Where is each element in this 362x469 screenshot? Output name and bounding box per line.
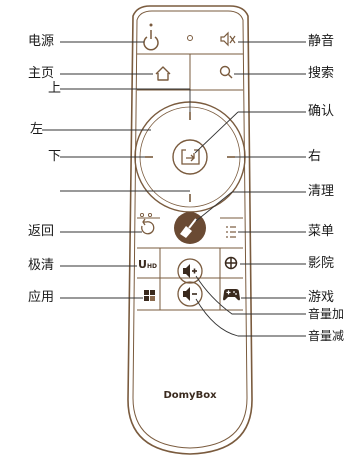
search-button[interactable]	[219, 65, 233, 79]
label-menu: 菜单	[308, 224, 335, 239]
volume-down-icon	[183, 287, 197, 301]
label-down: 下	[48, 149, 62, 164]
home-button[interactable]	[155, 66, 171, 81]
label-right: 右	[308, 149, 322, 164]
label-left: 左	[30, 122, 44, 137]
back-icon	[141, 218, 155, 235]
label-up: 上	[48, 81, 62, 96]
label-search: 搜索	[308, 66, 335, 81]
label-back: 返回	[28, 224, 55, 239]
label-clean: 清理	[308, 184, 335, 199]
volume-up-button[interactable]	[177, 258, 203, 284]
menu-icon	[226, 226, 236, 238]
brush-icon	[180, 218, 197, 238]
dpad[interactable]	[134, 101, 246, 213]
home-icon	[155, 66, 171, 81]
leader-lines	[42, 41, 306, 337]
label-games: 游戏	[308, 290, 335, 305]
uhd-text: UHD	[138, 258, 157, 271]
label-ok: 确认	[308, 104, 335, 119]
back-button[interactable]	[139, 212, 155, 235]
label-vol-down: 音量减	[308, 329, 345, 343]
power-button[interactable]	[143, 23, 159, 51]
brand-logo: DomyBox	[163, 390, 217, 401]
label-vol-up: 音量加	[308, 307, 345, 321]
volume-up-icon	[183, 264, 197, 278]
clean-button[interactable]	[174, 212, 206, 244]
button-grid-lines	[137, 53, 243, 311]
label-uhd: 极清	[28, 258, 55, 273]
search-icon	[219, 65, 233, 79]
games-button[interactable]	[223, 289, 240, 301]
label-home: 主页	[28, 66, 55, 81]
indicator-dot	[187, 35, 193, 41]
apps-button[interactable]	[144, 290, 155, 301]
uhd-button[interactable]: UHD	[138, 258, 157, 271]
apps-icon	[144, 290, 155, 301]
remote-body	[127, 5, 253, 455]
mute-icon	[220, 31, 236, 47]
label-power: 电源	[28, 34, 55, 49]
gamepad-icon	[223, 289, 240, 301]
mute-button[interactable]	[220, 31, 236, 47]
volume-down-button[interactable]	[177, 281, 203, 307]
power-icon	[143, 30, 159, 51]
menu-button[interactable]	[226, 226, 236, 238]
ok-button[interactable]	[172, 139, 208, 175]
cinema-icon	[224, 256, 238, 270]
cinema-button[interactable]	[224, 256, 238, 270]
label-apps: 应用	[28, 290, 55, 305]
label-cinema: 影院	[308, 256, 335, 271]
label-mute: 静音	[308, 34, 335, 49]
